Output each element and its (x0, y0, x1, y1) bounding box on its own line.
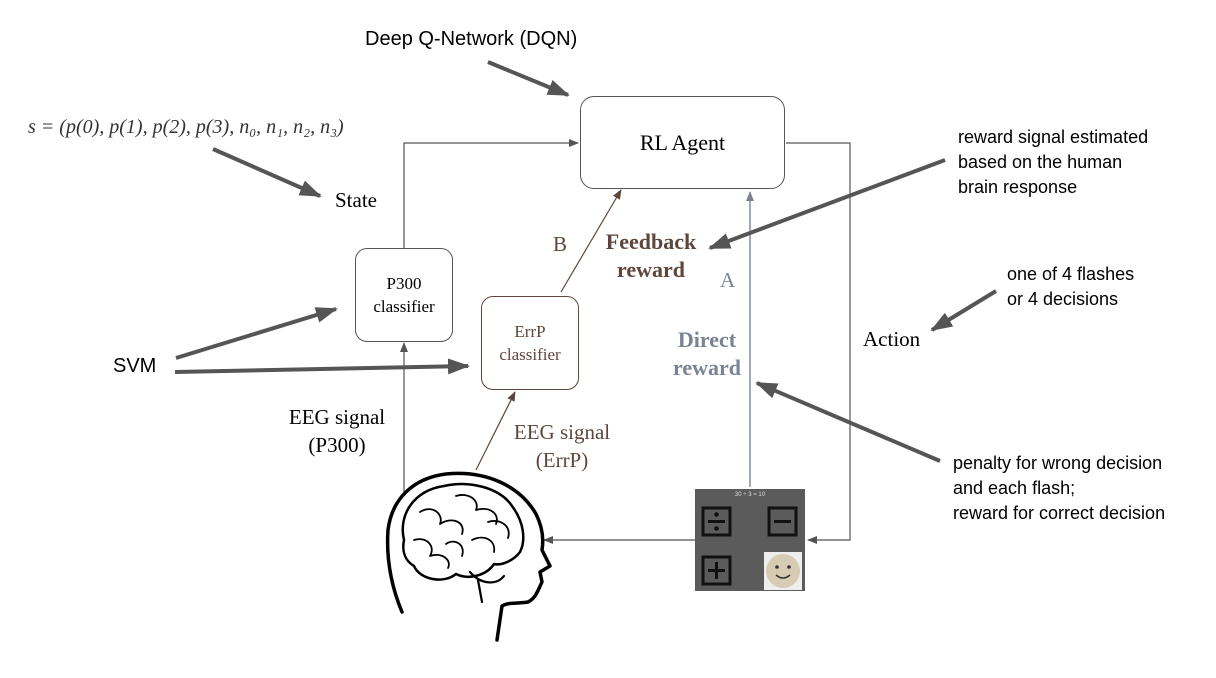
note-action-line2: or 4 decisions (1007, 289, 1119, 309)
rl-agent-box: RL Agent (580, 96, 785, 189)
eeg-errp-label: EEG signal (ErrP) (506, 418, 618, 474)
p300-classifier-line2: classifier (373, 297, 435, 316)
human-head-brain-icon (385, 471, 552, 642)
svm-to-p300-arrow (175, 307, 338, 360)
action-connector (786, 142, 851, 544)
note-penalty-line1: penalty for wrong decision (953, 453, 1163, 473)
svm-label: SVM (113, 355, 157, 377)
eeg-errp-connector (475, 391, 516, 471)
dqn-callout-arrow (487, 60, 570, 97)
direct-reward-line2: reward (672, 355, 742, 380)
note-action-line1: one of 4 flashes (1007, 264, 1135, 284)
eeg-p300-line1: EEG signal (288, 405, 386, 429)
feedback-callout-arrow (708, 158, 946, 250)
note-penalty: penalty for wrong decision and each flas… (953, 451, 1165, 526)
errp-classifier-line2: classifier (499, 345, 561, 364)
note-action: one of 4 flashes or 4 decisions (1007, 262, 1134, 312)
dqn-label: Deep Q-Network (DQN) (365, 28, 578, 50)
direct-reward-label: Direct reward (664, 326, 750, 382)
feedback-reward-line2: reward (616, 257, 686, 282)
state-label: State (335, 188, 377, 212)
smiley-icon (764, 552, 802, 590)
eeg-errp-line2: (ErrP) (535, 448, 589, 472)
screen-equation: 30 ÷ 3 = 10 (734, 492, 766, 498)
eeg-errp-line1: EEG signal (513, 420, 611, 444)
eeg-p300-line2: (P300) (308, 433, 366, 457)
path-label-b: B (553, 232, 568, 256)
state-formula: s = (p(0), p(1), p(2), p(3), n₀, n₁, n₂,… (28, 116, 344, 138)
feedback-reward-label: Feedback reward (596, 228, 706, 284)
feedback-connector-b (560, 189, 622, 293)
action-label: Action (863, 327, 921, 351)
state-callout-arrow (212, 147, 322, 198)
state-connector (403, 139, 579, 248)
stimulus-screen: 30 ÷ 3 = 10 (695, 489, 805, 591)
note-reward-signal: reward signal estimated based on the hum… (958, 125, 1148, 200)
minus-icon (767, 506, 798, 537)
divide-icon (701, 506, 732, 537)
direct-reward-line1: Direct (677, 327, 737, 352)
note-reward-signal-line1: reward signal estimated (958, 127, 1149, 147)
note-reward-signal-line2: based on the human (958, 152, 1123, 172)
errp-classifier-box: ErrP classifier (481, 296, 579, 390)
note-reward-signal-line3: brain response (958, 177, 1078, 197)
errp-classifier-line1: ErrP (514, 322, 546, 341)
path-label-a: A (720, 268, 736, 292)
note-penalty-line2: and each flash; (953, 478, 1076, 498)
plus-icon (701, 555, 732, 586)
eeg-p300-label: EEG signal (P300) (282, 403, 392, 459)
note-penalty-line3: reward for correct decision (953, 503, 1166, 523)
direct-callout-arrow (755, 381, 941, 463)
feedback-reward-line1: Feedback (605, 229, 697, 254)
action-callout-arrow (930, 289, 998, 332)
svm-to-errp-arrow (174, 358, 470, 375)
rl-agent-label: RL Agent (639, 130, 726, 155)
p300-classifier-box: P300 classifier (355, 248, 453, 342)
p300-classifier-line1: P300 (386, 274, 422, 293)
